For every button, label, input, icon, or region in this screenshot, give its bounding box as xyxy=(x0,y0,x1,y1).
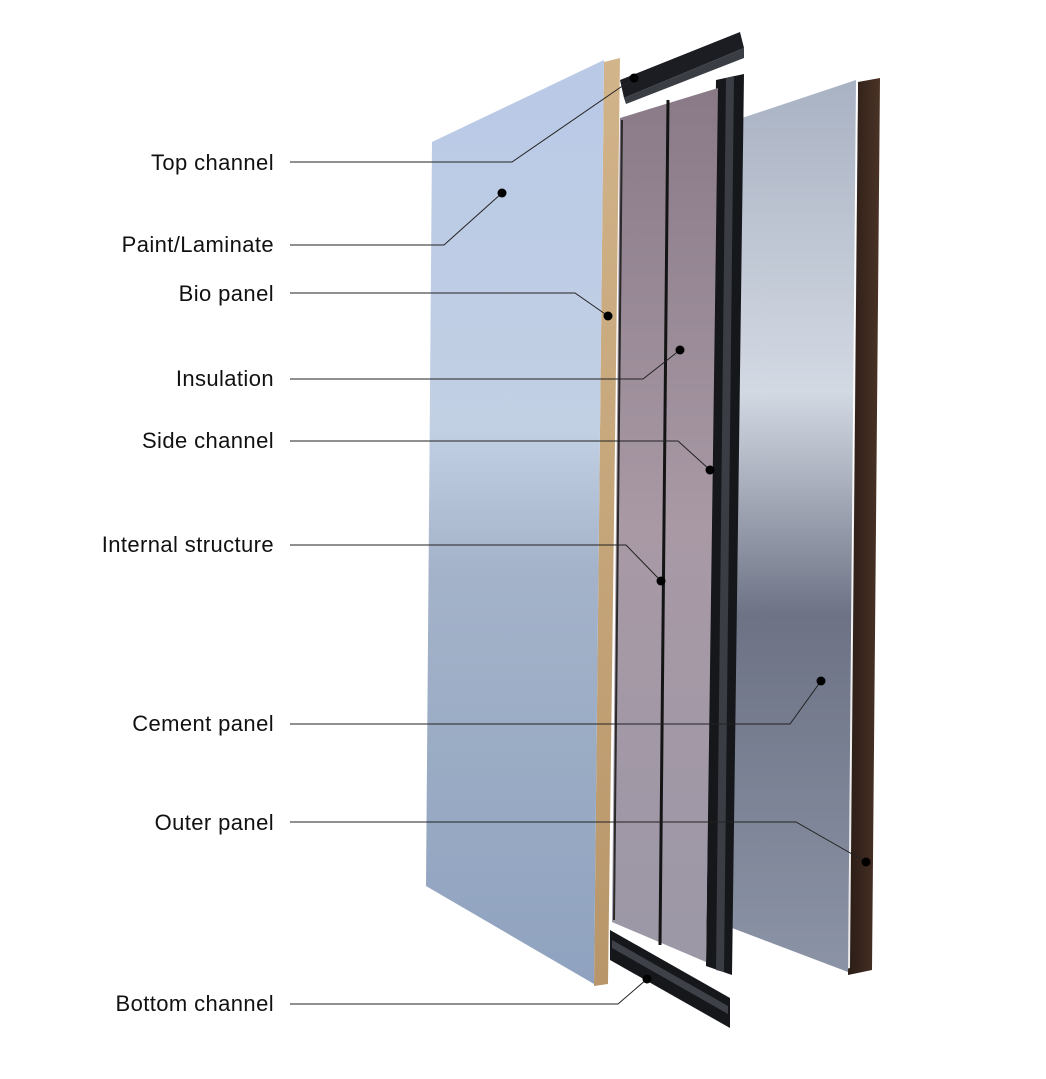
dot-paint-laminate xyxy=(498,189,507,198)
dot-insulation xyxy=(676,346,685,355)
label-outer-panel: Outer panel xyxy=(155,810,274,835)
label-bio-panel: Bio panel xyxy=(179,281,274,306)
label-paint-laminate: Paint/Laminate xyxy=(122,232,274,257)
dot-cement-panel xyxy=(817,677,826,686)
dot-top-channel xyxy=(630,74,639,83)
callout-labels: Top channel Paint/Laminate Bio panel Ins… xyxy=(102,150,274,1016)
label-top-channel: Top channel xyxy=(151,150,274,175)
label-internal-structure: Internal structure xyxy=(102,532,274,557)
cement-panel-shape xyxy=(732,80,856,972)
dot-bio-panel xyxy=(604,312,613,321)
label-bottom-channel: Bottom channel xyxy=(116,991,274,1016)
dot-side-channel xyxy=(706,466,715,475)
label-cement-panel: Cement panel xyxy=(132,711,274,736)
paint-laminate-shape xyxy=(426,60,604,984)
dot-outer-panel xyxy=(862,858,871,867)
insulation-shape xyxy=(612,88,718,962)
dot-internal-structure xyxy=(657,577,666,586)
dot-bottom-channel xyxy=(643,975,652,984)
label-insulation: Insulation xyxy=(176,366,274,391)
label-side-channel: Side channel xyxy=(142,428,274,453)
